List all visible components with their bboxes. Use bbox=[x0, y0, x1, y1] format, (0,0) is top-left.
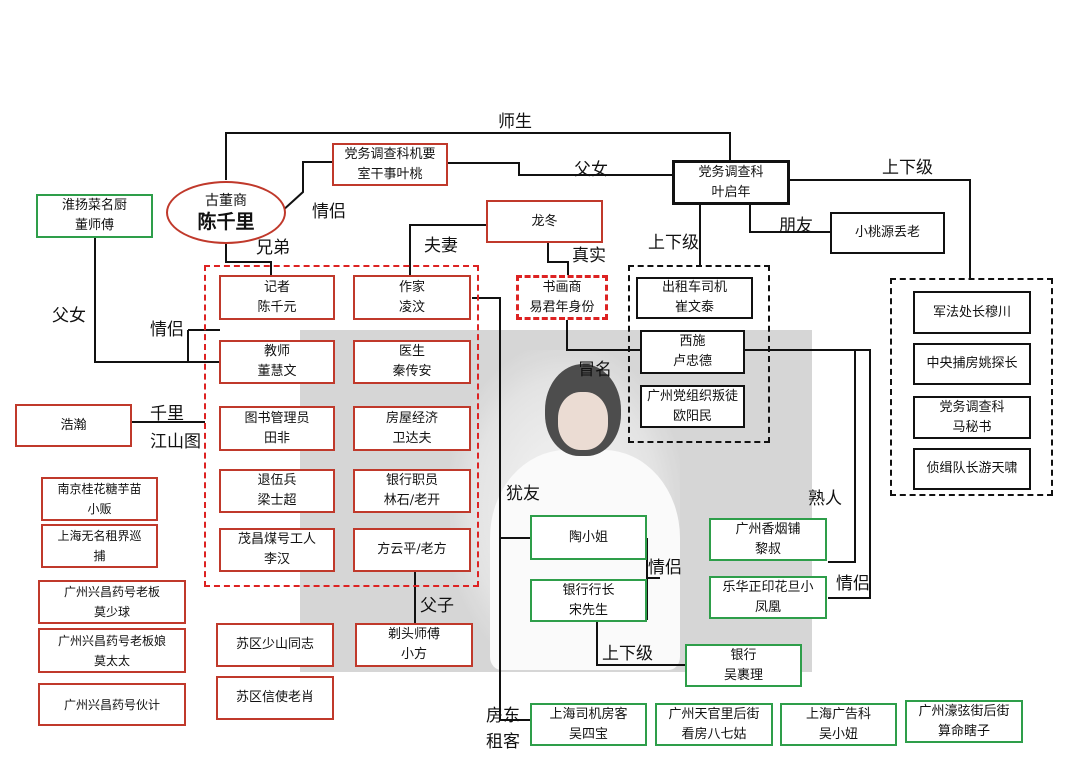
yi-junnian-node[interactable]: 书画商 易君年身份 bbox=[516, 275, 608, 320]
tian-fei-node[interactable]: 图书管理员 田非 bbox=[219, 406, 335, 451]
label-youyou: 犹友 bbox=[506, 484, 540, 504]
label-shangxiaji-bot: 上下级 bbox=[602, 644, 653, 664]
wei-dafu-node[interactable]: 房屋经济 卫达夫 bbox=[353, 406, 471, 451]
yao-tanzhang-node[interactable]: 中央捕房姚探长 bbox=[913, 343, 1031, 385]
ye-taozhi-node[interactable]: 党务调查科机要 室干事叶桃 bbox=[332, 143, 448, 186]
wu-xiaoniu-node[interactable]: 上海广告科 吴小妞 bbox=[780, 703, 897, 746]
pharmacy-clerk-node[interactable]: 广州兴昌药号伙计 bbox=[38, 683, 186, 726]
chen-qianyuan-node[interactable]: 记者 陈千元 bbox=[219, 275, 335, 320]
wu-sibao-node[interactable]: 上海司机房客 吴四宝 bbox=[530, 703, 647, 746]
ling-yi-node[interactable]: 作家 凌汶 bbox=[353, 275, 471, 320]
ba-gu-node[interactable]: 广州天官里后街 看房八七姑 bbox=[655, 703, 773, 746]
dong-huiwen-node[interactable]: 教师 董慧文 bbox=[219, 340, 335, 384]
label-shangxiaji-mid: 上下级 bbox=[648, 233, 699, 253]
liang-shichao-node[interactable]: 退伍兵 梁士超 bbox=[219, 469, 335, 513]
lin-shi-node[interactable]: 银行职员 林石/老开 bbox=[353, 469, 471, 513]
li-han-node[interactable]: 茂昌煤号工人 李汉 bbox=[219, 528, 335, 572]
label-qinglv-right: 情侣 bbox=[836, 574, 870, 594]
label-fuvn-top: 父女 bbox=[574, 160, 608, 180]
label-shisheng: 师生 bbox=[498, 112, 532, 132]
feng-huang-node[interactable]: 乐华正印花旦小 凤凰 bbox=[709, 576, 827, 619]
chen-qianli-occupation: 古董商 bbox=[205, 192, 247, 209]
shanghai-patrol-node[interactable]: 上海无名租界巡 捕 bbox=[41, 524, 158, 568]
label-shuren: 熟人 bbox=[808, 489, 842, 509]
mo-taitai-node[interactable]: 广州兴昌药号老板娘 莫太太 bbox=[38, 628, 186, 673]
label-xiongdi: 兄弟 bbox=[256, 238, 290, 258]
label-zhenshi: 真实 bbox=[572, 246, 606, 266]
tao-xiaojie-node[interactable]: 陶小姐 bbox=[530, 515, 647, 560]
label-qinglv-left: 情侣 bbox=[150, 320, 184, 340]
you-tianxiao-node[interactable]: 侦缉队长游天啸 bbox=[913, 448, 1031, 490]
label-zuke: 租客 bbox=[486, 732, 520, 752]
titou-node[interactable]: 剃头师傅 小方 bbox=[355, 623, 473, 667]
mu-chuan-node[interactable]: 军法处长穆川 bbox=[913, 291, 1031, 334]
ma-mishu-node[interactable]: 党务调查科 马秘书 bbox=[913, 396, 1031, 439]
group-black-dashed-middle bbox=[628, 265, 770, 443]
label-fangdong: 房东 bbox=[486, 706, 520, 726]
dong-shifu-node[interactable]: 淮扬菜名厨 董师傅 bbox=[36, 194, 153, 238]
wu-guoli-node[interactable]: 银行 吴裹理 bbox=[685, 644, 802, 687]
chen-qianli-node[interactable]: 古董商 陈千里 bbox=[166, 181, 286, 244]
fang-yunping-node[interactable]: 方云平/老方 bbox=[353, 528, 471, 572]
label-qinglv-tao: 情侣 bbox=[648, 558, 682, 578]
chen-qianli-name: 陈千里 bbox=[197, 210, 255, 233]
label-shangxiaji-top: 上下级 bbox=[882, 158, 933, 178]
group-red-dashed bbox=[204, 265, 479, 587]
shaoshan-node[interactable]: 苏区少山同志 bbox=[216, 623, 334, 667]
group-black-dashed-right bbox=[890, 278, 1053, 496]
label-qinglv-chen: 情侣 bbox=[312, 202, 346, 222]
li-shu-node[interactable]: 广州香烟铺 黎叔 bbox=[709, 518, 827, 561]
mo-shaoqiu-node[interactable]: 广州兴昌药号老板 莫少球 bbox=[38, 580, 186, 624]
label-pengyou: 朋友 bbox=[779, 216, 813, 236]
long-dong-node[interactable]: 龙冬 bbox=[486, 200, 603, 243]
song-xiansheng-node[interactable]: 银行行长 宋先生 bbox=[530, 579, 647, 622]
qin-chuanan-node[interactable]: 医生 秦传安 bbox=[353, 340, 471, 384]
haohan-node[interactable]: 浩瀚 bbox=[15, 404, 132, 447]
label-fuqi: 夫妻 bbox=[424, 236, 458, 256]
cui-wentai-node[interactable]: 出租车司机 崔文泰 bbox=[636, 277, 753, 319]
xiazi-node[interactable]: 广州濠弦街后街 算命瞎子 bbox=[905, 700, 1023, 743]
label-maoming: 冒名 bbox=[578, 360, 612, 380]
ouyang-min-node[interactable]: 广州党组织叛徒 欧阳民 bbox=[640, 385, 745, 428]
label-fuvn-left: 父女 bbox=[52, 306, 86, 326]
label-jiangshan: 江山图 bbox=[150, 432, 201, 452]
ye-qinian-node[interactable]: 党务调查科 叶启年 bbox=[672, 160, 790, 205]
nanjing-vendor-node[interactable]: 南京桂花糖芋苗 小贩 bbox=[41, 477, 158, 521]
xiaotao-yuanzi-node[interactable]: 小桃源丢老 bbox=[830, 212, 945, 254]
xinshi-node[interactable]: 苏区信使老肖 bbox=[216, 676, 334, 720]
label-qianli: 千里 bbox=[150, 404, 184, 424]
lu-zhongde-node[interactable]: 西施 卢忠德 bbox=[640, 330, 745, 374]
label-fuzi: 父子 bbox=[420, 596, 454, 616]
